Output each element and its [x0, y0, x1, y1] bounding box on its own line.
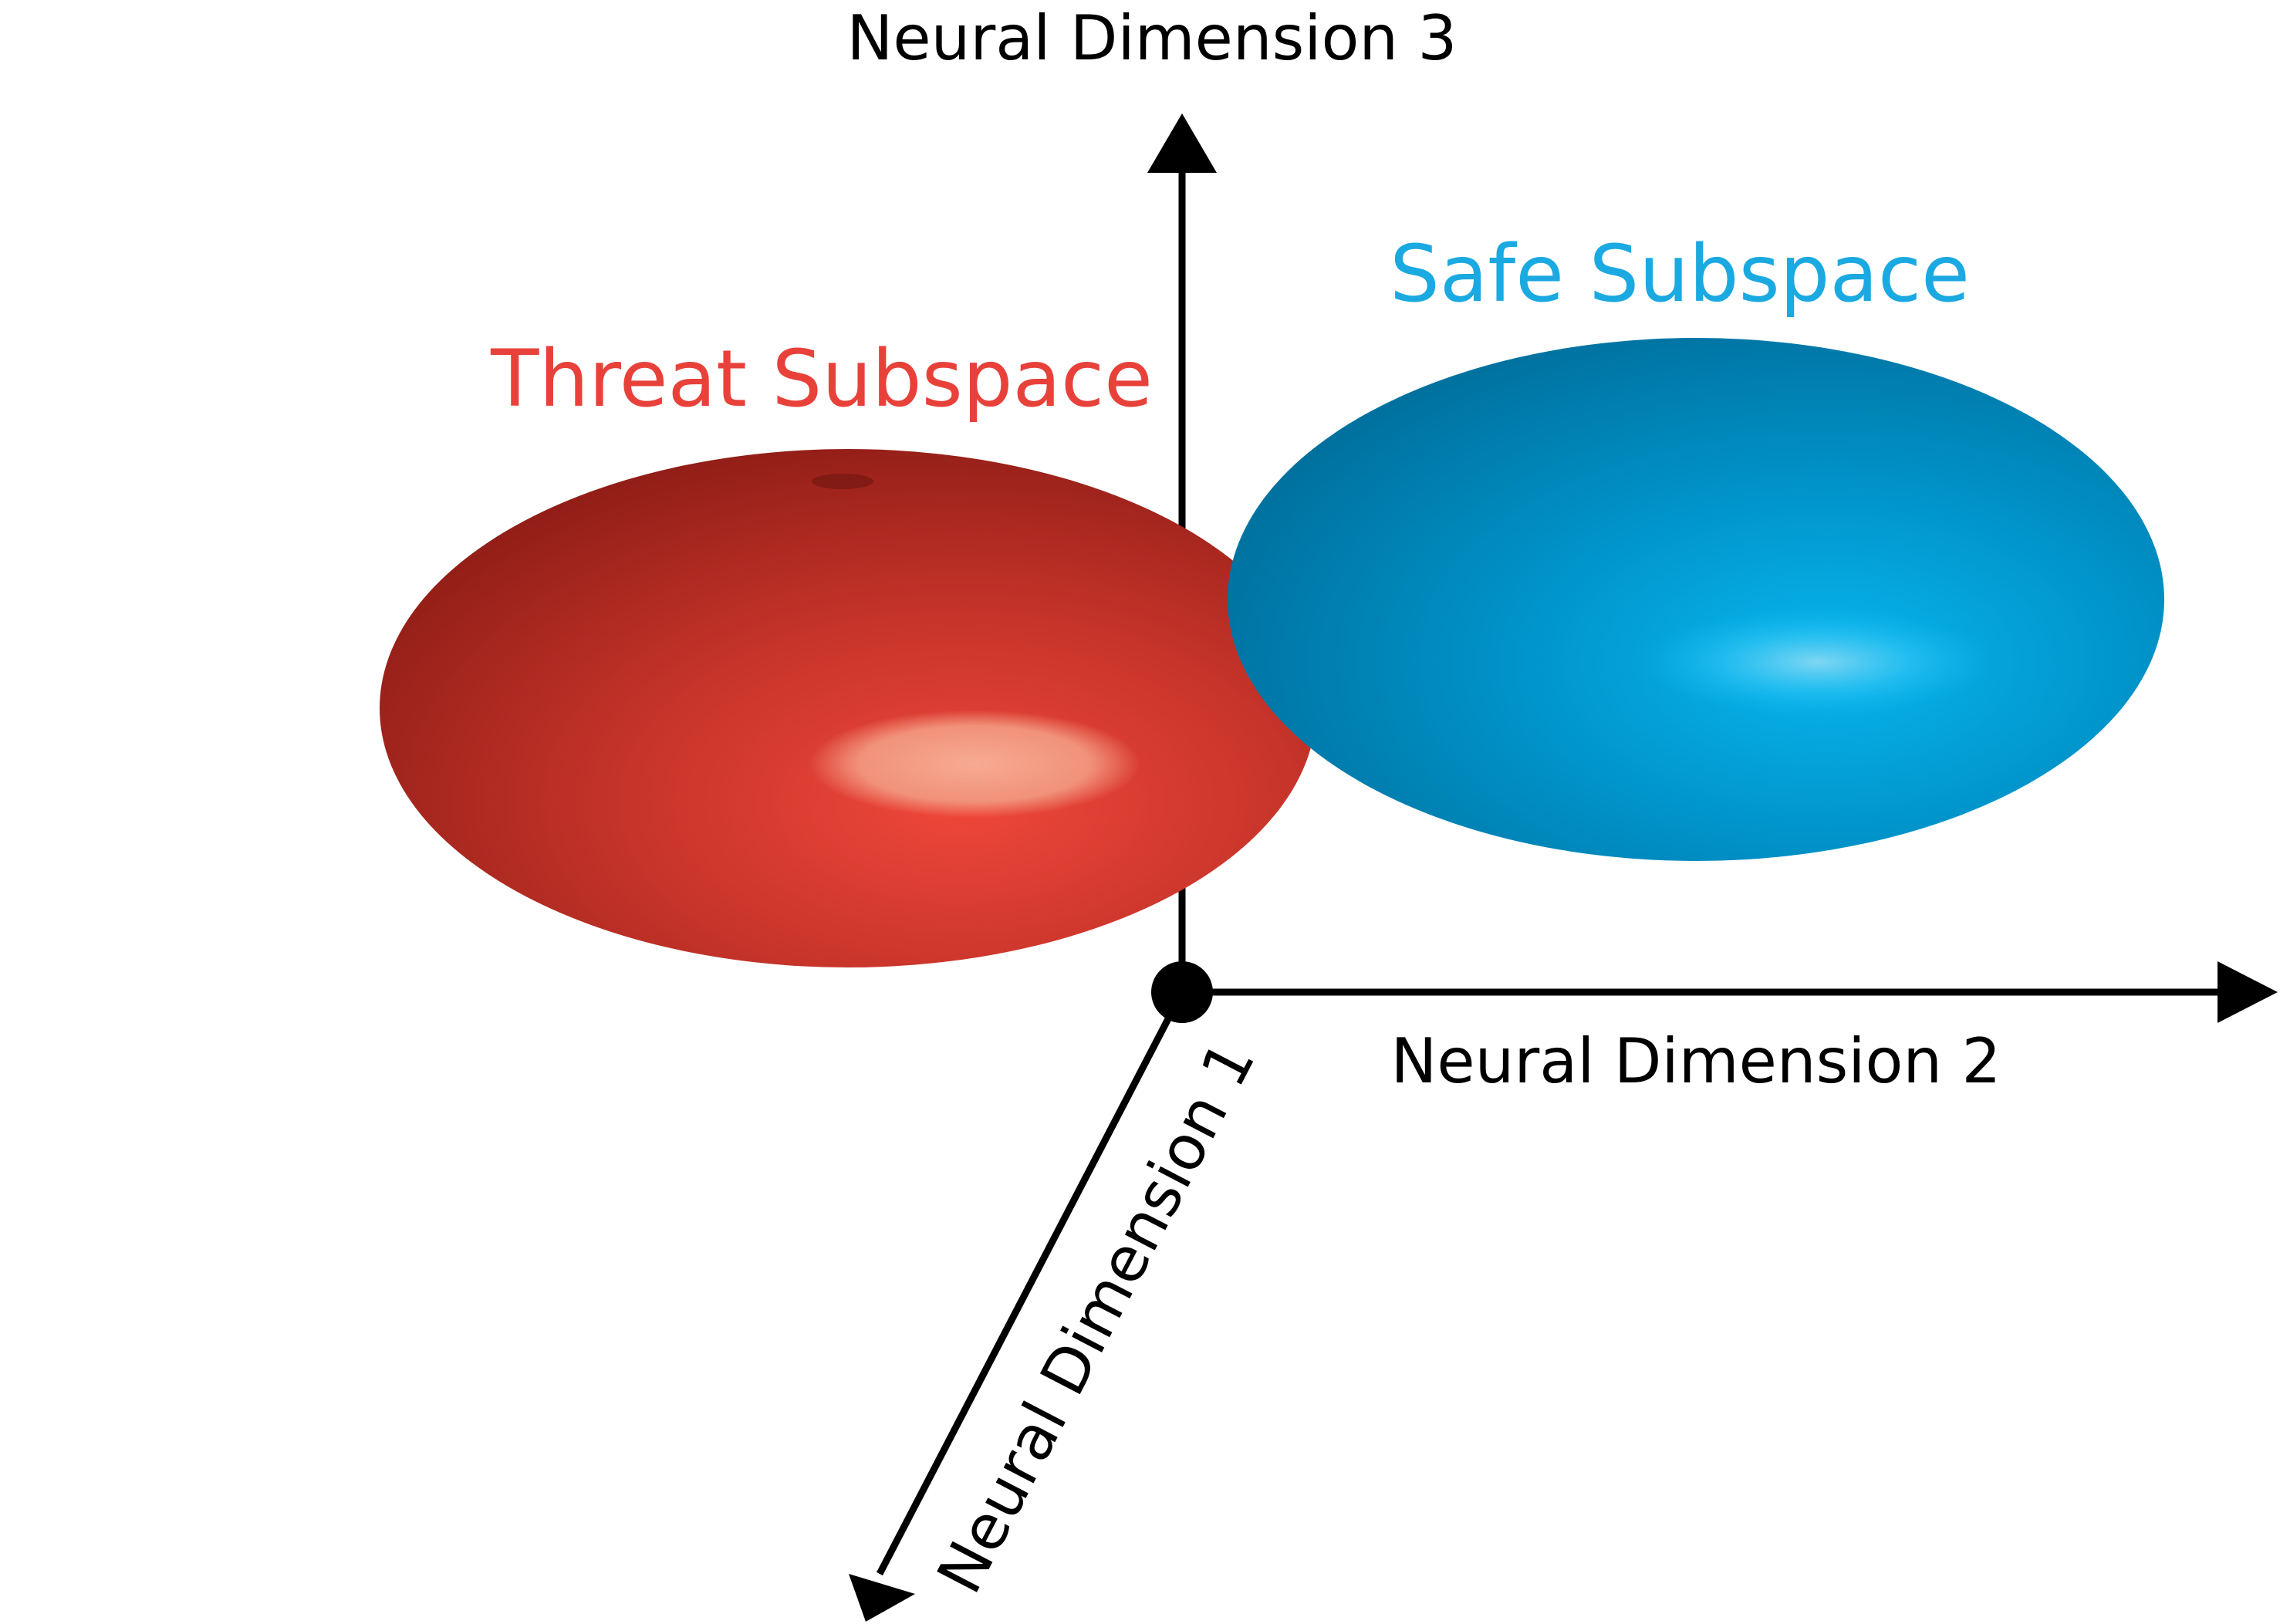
dimension-1-axis	[877, 990, 1185, 1576]
dimension-1-arrowhead	[849, 1574, 915, 1622]
dimension-2-arrowhead	[2218, 961, 2278, 1023]
safe-subspace-label: Safe Subspace	[1390, 228, 1970, 320]
dimension-1-label: Neural Dimension 1	[924, 1030, 1269, 1604]
threat-subspace-ellipsoid	[380, 449, 1316, 967]
threat-subspace-label: Threat Subspace	[490, 333, 1153, 425]
safe-subspace-ellipsoid	[1228, 338, 2164, 861]
origin-point	[1151, 961, 1213, 1023]
dimension-3-label: Neural Dimension 3	[847, 2, 1458, 74]
dimension-2-label: Neural Dimension 2	[1391, 1025, 2001, 1097]
dimension-3-arrowhead	[1147, 113, 1217, 173]
